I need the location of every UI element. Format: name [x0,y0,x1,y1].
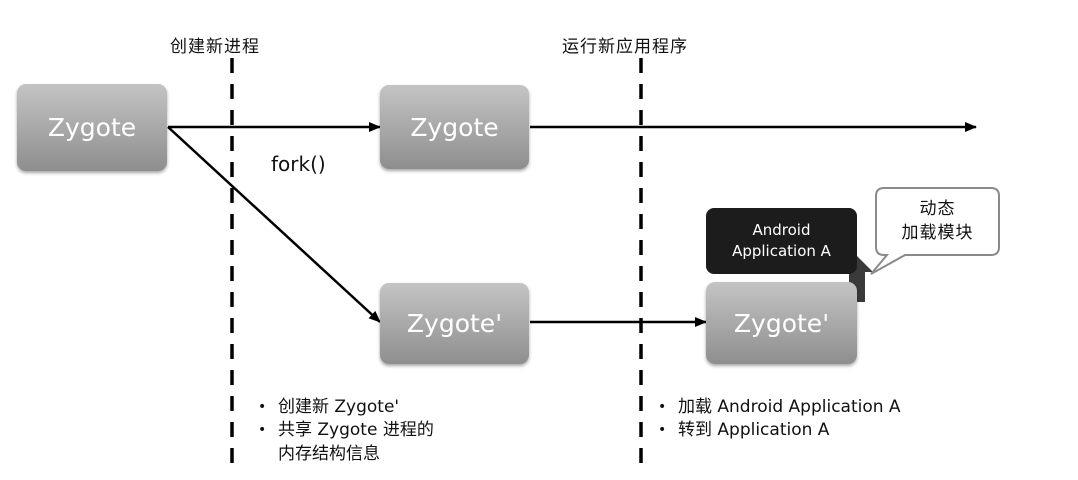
zygote-origin-label: Zygote [47,113,137,142]
callout-line2: 加载模块 [901,223,974,243]
phase-label-run: 运行新应用程序 [562,37,688,57]
run-note-item: 加载 Android Application A [656,396,901,419]
zygote-app-label: Zygote' [733,308,830,338]
zygote-child-node: Zygote' [380,283,529,364]
create-note-item: 创建新 Zygote' [256,396,434,419]
callout-line1: 动态 [919,199,956,219]
zygote-app-node: Zygote' [706,282,857,364]
phase-label-create: 创建新进程 [170,37,260,57]
run-phase-notes: 加载 Android Application A 转到 Application … [656,396,901,442]
app-label-line1: Android [752,221,811,239]
zygote-origin-node: Zygote [17,84,167,171]
zygote-child-label: Zygote' [406,309,503,338]
callout-bubble [870,187,1000,275]
app-label-line2: Application A [732,242,831,260]
create-note-item: 共享 Zygote 进程的 [256,419,434,442]
android-application-node: Android Application A [706,208,857,274]
zygote-parent-node: Zygote [380,85,529,169]
fork-label: fork() [271,152,326,176]
zygote-parent-label: Zygote [410,112,499,142]
run-note-item: 转到 Application A [656,419,901,442]
callout-text: 动态 加载模块 [876,197,999,245]
create-phase-notes: 创建新 Zygote' 共享 Zygote 进程的 [256,396,434,442]
create-note-continuation: 内存结构信息 [278,444,380,464]
arrow-fork-to-child [167,126,381,323]
